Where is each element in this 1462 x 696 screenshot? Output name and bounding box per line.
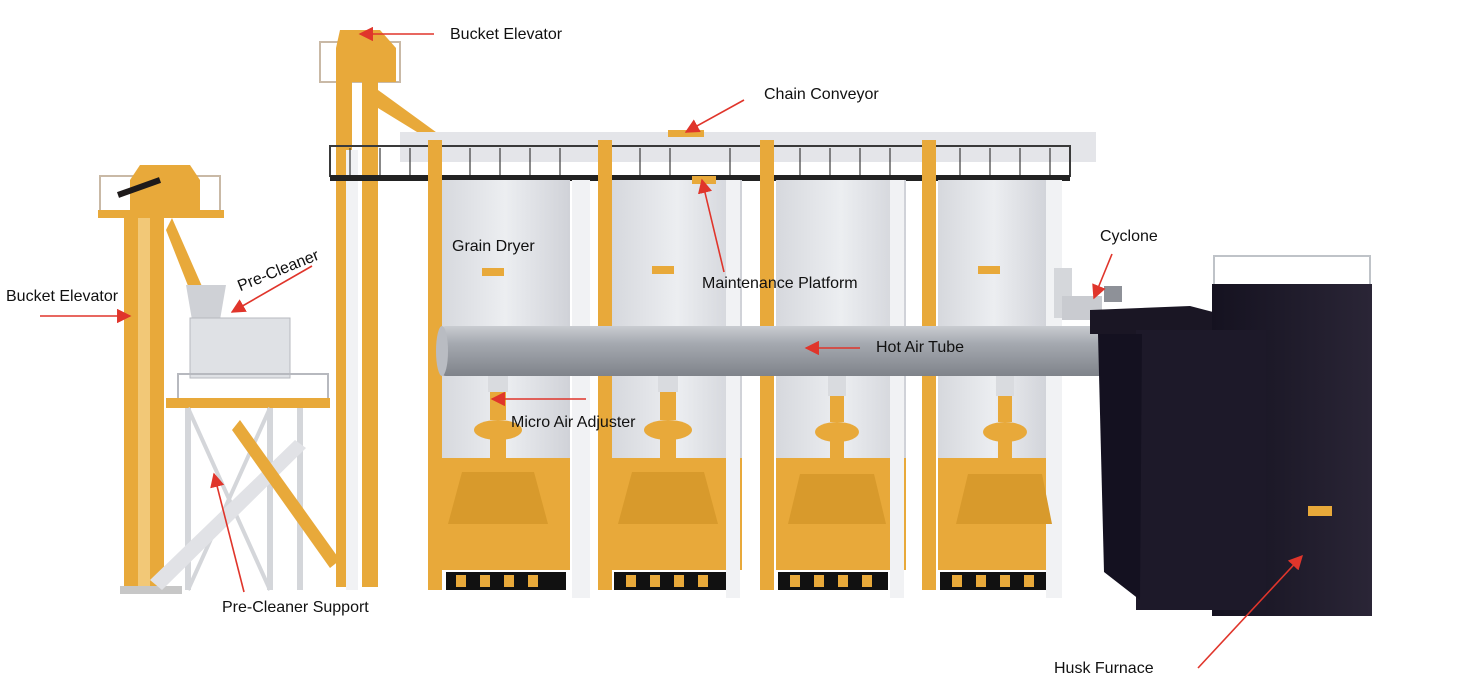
label-hot-air-tube: Hot Air Tube <box>876 339 965 356</box>
cyclone <box>1054 268 1122 320</box>
grain-dryer-block <box>329 130 1096 598</box>
label-bucket-elevator-top: Bucket Elevator <box>450 26 563 43</box>
pre-cleaner-support-frame <box>150 407 340 591</box>
label-micro-air-adjuster: Micro Air Adjuster <box>511 414 636 431</box>
micro-air-adjusters <box>448 372 1052 524</box>
label-grain-dryer: Grain Dryer <box>452 238 535 255</box>
label-bucket-elevator-left: Bucket Elevator <box>6 288 119 305</box>
central-bucket-elevator <box>319 30 440 590</box>
label-pre-cleaner-support: Pre-Cleaner Support <box>222 599 369 616</box>
leader-arrows <box>40 26 1303 669</box>
label-husk-furnace: Husk Furnace <box>1054 660 1154 677</box>
label-cyclone: Cyclone <box>1100 228 1158 245</box>
pre-cleaner-machine <box>166 285 330 408</box>
left-bucket-elevator <box>98 165 224 594</box>
label-maintenance-platform: Maintenance Platform <box>702 275 858 292</box>
label-chain-conveyor: Chain Conveyor <box>764 86 879 103</box>
hot-air-tube <box>436 326 1151 379</box>
husk-furnace <box>1090 255 1372 616</box>
